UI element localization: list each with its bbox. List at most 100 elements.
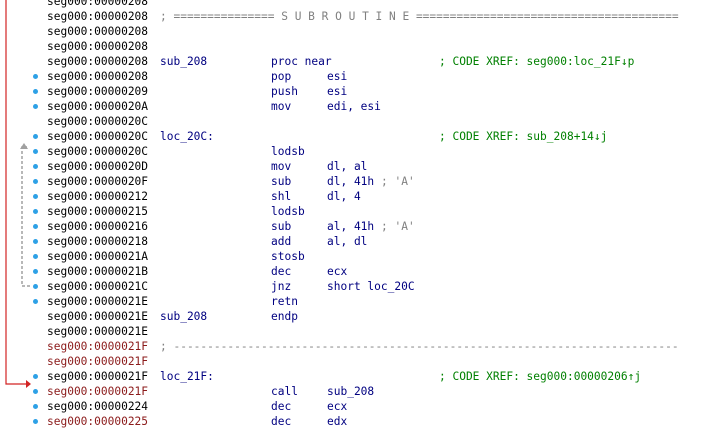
listing-row[interactable]: seg000:0000021B dec ecx — [47, 264, 717, 279]
operands[interactable]: short loc_20C — [327, 280, 415, 293]
listing-row[interactable]: seg000:00000208 — [47, 24, 717, 39]
mnemonic: lodsb — [271, 205, 305, 218]
label[interactable]: loc_21F: — [160, 370, 214, 383]
address: seg000:00000208 — [47, 70, 149, 83]
mnemonic: dec — [271, 400, 292, 413]
mnemonic: shl — [271, 190, 292, 203]
listing-row[interactable]: seg000:00000208 ; =============== S U B R… — [47, 9, 717, 24]
listing-row[interactable]: seg000:00000215 lodsb — [47, 204, 717, 219]
listing-row[interactable]: seg000:00000216 sub al, 41h ; 'A' — [47, 219, 717, 234]
breakpoint-dot[interactable] — [33, 299, 38, 304]
operands[interactable]: dl, al — [327, 160, 368, 173]
breakpoint-dot[interactable] — [33, 224, 38, 229]
operands[interactable]: edi, esi — [327, 100, 381, 113]
operands[interactable]: sub_208 — [327, 385, 375, 398]
address: seg000:0000021A — [47, 250, 149, 263]
address: seg000:0000020D — [47, 160, 149, 173]
breakpoint-dot[interactable] — [33, 164, 38, 169]
breakpoint-dot[interactable] — [33, 89, 38, 94]
listing-row[interactable]: seg000:0000021F; -----------------------… — [47, 339, 717, 354]
address: seg000:00000225 — [47, 415, 149, 428]
label[interactable]: sub_208 — [160, 55, 208, 68]
address: seg000:0000021E — [47, 325, 149, 338]
mnemonic: push — [271, 85, 298, 98]
operands[interactable]: ecx — [327, 400, 348, 413]
operands[interactable]: dl, 41h — [327, 175, 375, 188]
listing-row[interactable]: seg000:0000021F call sub_208 — [47, 384, 717, 399]
mnemonic: jnz — [271, 280, 292, 293]
address: seg000:00000215 — [47, 205, 149, 218]
breakpoint-dot[interactable] — [33, 194, 38, 199]
operands[interactable]: al, dl — [327, 235, 368, 248]
listing-row[interactable]: seg000:0000021E — [47, 324, 717, 339]
breakpoint-dot[interactable] — [33, 74, 38, 79]
address: seg000:0000020F — [47, 175, 149, 188]
separator-line: ; =============== S U B R O U T I N E ==… — [160, 10, 679, 23]
address: seg000:00000208 — [47, 55, 149, 68]
breakpoint-dot[interactable] — [33, 179, 38, 184]
breakpoint-dot[interactable] — [33, 209, 38, 214]
breakpoint-dot[interactable] — [33, 374, 38, 379]
breakpoint-dot[interactable] — [33, 134, 38, 139]
operands[interactable]: esi — [327, 70, 348, 83]
address: seg000:0000021C — [47, 280, 149, 293]
operands[interactable]: dl, 4 — [327, 190, 361, 203]
arrows-gutter[interactable] — [0, 0, 46, 425]
mnemonic: proc near — [271, 55, 332, 68]
address: seg000:00000218 — [47, 235, 149, 248]
label[interactable]: sub_208 — [160, 310, 208, 323]
address: seg000:00000209 — [47, 85, 149, 98]
mnemonic: dec — [271, 415, 292, 428]
address: seg000:0000021F — [47, 385, 149, 398]
listing-row[interactable]: seg000:00000208 — [47, 0, 717, 9]
breakpoint-dot[interactable] — [33, 239, 38, 244]
breakpoint-dot[interactable] — [33, 284, 38, 289]
breakpoint-dot[interactable] — [33, 254, 38, 259]
breakpoint-dot[interactable] — [33, 419, 38, 424]
mnemonic: pop — [271, 70, 292, 83]
address: seg000:0000021B — [47, 265, 149, 278]
mnemonic: sub — [271, 220, 292, 233]
loop-arrow-loc-20c-head — [20, 143, 28, 149]
breakpoint-dot[interactable] — [33, 269, 38, 274]
operand-comment: ; 'A' — [381, 220, 415, 233]
listing-row[interactable]: seg000:0000021C jnz short loc_20C — [47, 279, 717, 294]
breakpoint-dot[interactable] — [33, 404, 38, 409]
listing-row[interactable]: seg000:00000225 dec edx — [47, 414, 717, 429]
operands[interactable]: al, 41h — [327, 220, 375, 233]
operands[interactable]: esi — [327, 85, 348, 98]
address: seg000:00000216 — [47, 220, 149, 233]
operands[interactable]: edx — [327, 415, 348, 428]
address: seg000:0000021F — [47, 355, 149, 368]
label[interactable]: loc_20C: — [160, 130, 214, 143]
listing-row[interactable]: seg000:0000020C — [47, 114, 717, 129]
listing-row[interactable]: seg000:00000209 push esi — [47, 84, 717, 99]
address: seg000:00000208 — [47, 10, 149, 23]
xref-comment: ; CODE XREF: sub_208+14↓j — [439, 130, 608, 143]
listing-row[interactable]: seg000:0000021F — [47, 354, 717, 369]
listing-row[interactable]: seg000:00000208 — [47, 39, 717, 54]
listing-row[interactable]: seg000:00000208 pop esi — [47, 69, 717, 84]
mnemonic: call — [271, 385, 298, 398]
breakpoint-dot[interactable] — [33, 389, 38, 394]
breakpoint-dot[interactable] — [33, 149, 38, 154]
separator-line: ; --------------------------------------… — [160, 340, 679, 353]
breakpoint-dot[interactable] — [33, 104, 38, 109]
mnemonic: dec — [271, 265, 292, 278]
operands[interactable]: ecx — [327, 265, 348, 278]
address: seg000:0000021F — [47, 370, 149, 383]
